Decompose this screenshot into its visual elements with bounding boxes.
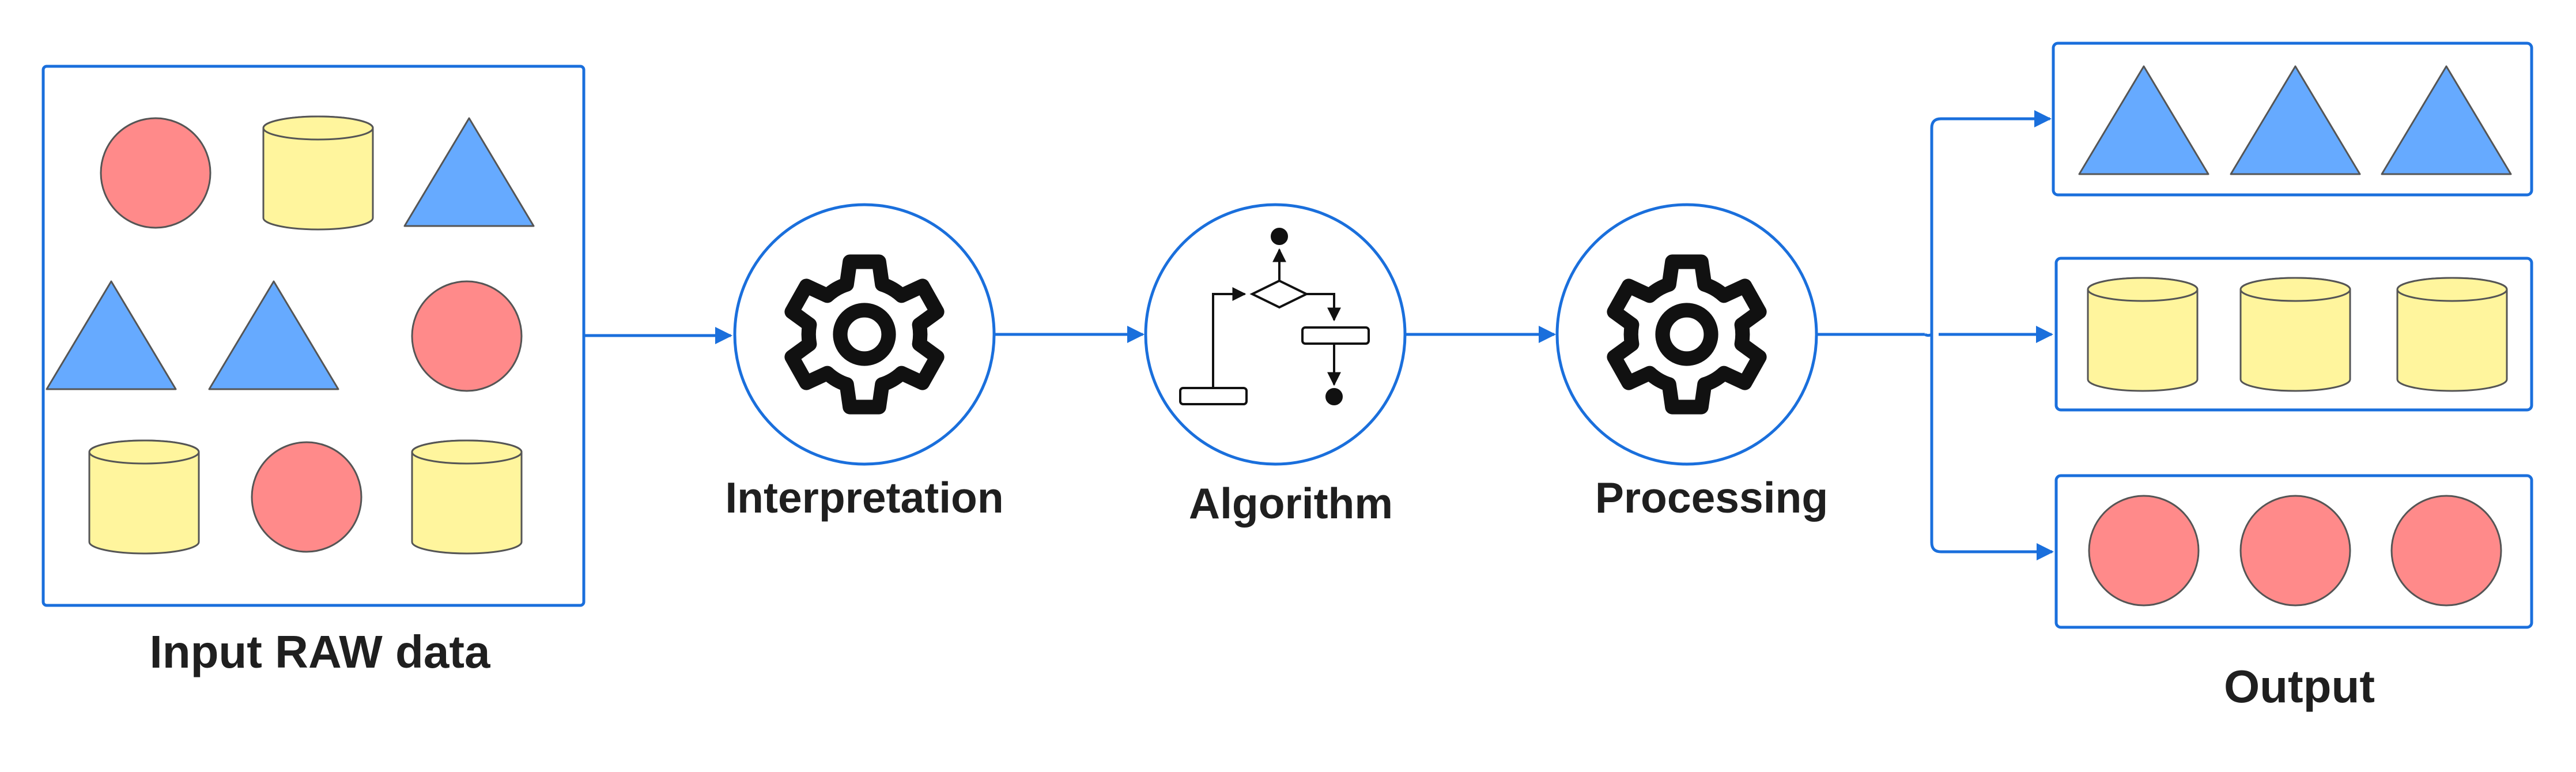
- processing-node: [1555, 203, 1818, 466]
- output-shapes: [2078, 65, 2512, 607]
- processing-label: Processing: [1595, 473, 1829, 522]
- flowchart-icon: [1179, 228, 1370, 405]
- interpretation-node: [733, 203, 996, 466]
- output-label: Output: [2223, 661, 2375, 712]
- circle-shape: [2390, 495, 2502, 607]
- cylinder-shape: [2239, 277, 2351, 392]
- circle-shape: [251, 441, 362, 553]
- triangle-shape: [2230, 65, 2361, 175]
- cylinder-shape: [411, 439, 523, 555]
- circle-shape: [2088, 495, 2200, 607]
- input-label: Input RAW data: [149, 626, 490, 677]
- triangle-shape: [46, 280, 177, 390]
- circle-shape: [2239, 495, 2351, 607]
- circle-shape: [411, 280, 523, 392]
- triangle-shape: [2078, 65, 2209, 175]
- circle-shape: [100, 117, 211, 229]
- triangle-shape: [2381, 65, 2512, 175]
- triangle-shape: [208, 280, 339, 390]
- input-shapes: [46, 115, 535, 555]
- algorithm-label: Algorithm: [1188, 479, 1393, 528]
- cylinder-shape: [262, 115, 374, 231]
- triangle-shape: [403, 117, 535, 227]
- cylinder-shape: [2087, 277, 2199, 392]
- cylinder-shape: [2396, 277, 2508, 392]
- cylinder-shape: [88, 439, 200, 555]
- interpretation-label: Interpretation: [725, 473, 1004, 522]
- output-branch-connectors: [1816, 110, 2054, 560]
